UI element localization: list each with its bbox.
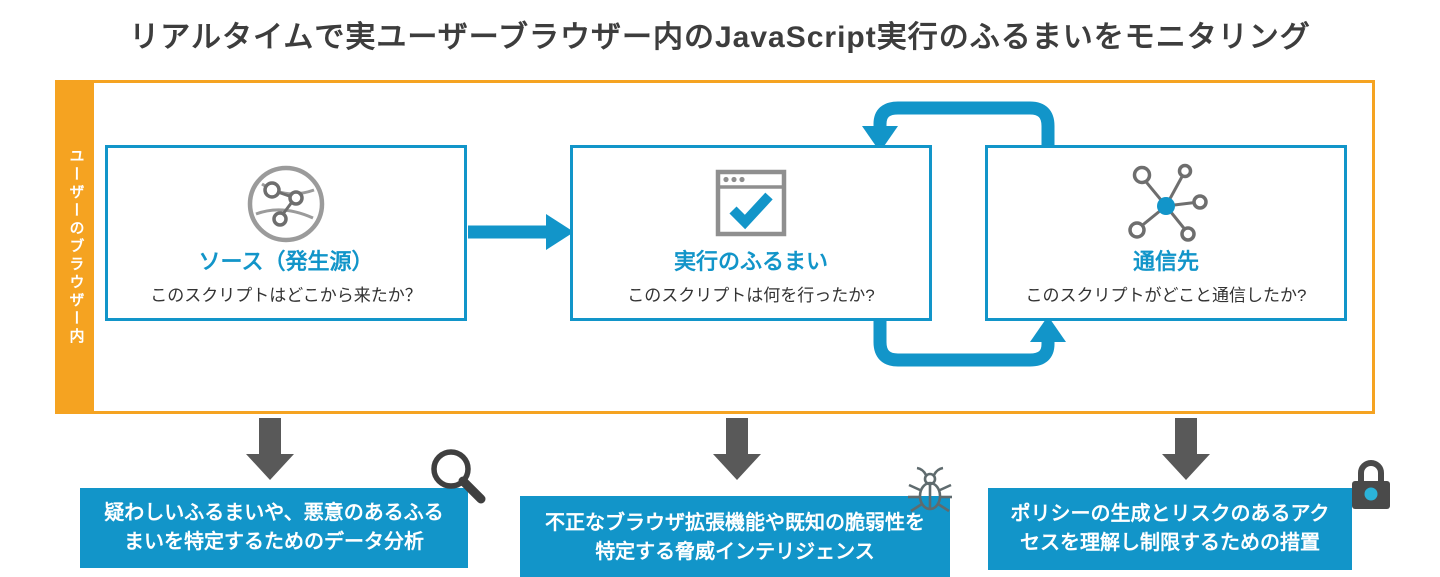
network-hub-icon <box>1122 158 1210 250</box>
outcome-threat-intelligence-text: 不正なブラウザ拡張機能や既知の脆弱性を特定する脅威インテリジェンス <box>545 512 925 563</box>
lock-icon <box>1348 456 1394 519</box>
outcome-data-analysis: 疑わしいふるまいや、悪意のあるふるまいを特定するためのデータ分析 <box>80 488 468 568</box>
node-source-heading: ソース（発生源） <box>198 249 374 274</box>
browser-frame-tab: ユーザーのブラウザー内 <box>58 83 94 411</box>
node-source-subtext: このスクリプトはどこから来たか？ <box>150 286 422 306</box>
node-destination-subtext: このスクリプトがどこと通信したか? <box>1025 286 1307 306</box>
browser-frame-label: ユーザーのブラウザー内 <box>67 148 85 346</box>
outcome-data-analysis-text: 疑わしいふるまいや、悪意のあるふるまいを特定するためのデータ分析 <box>104 502 444 553</box>
outcome-policy-measures: ポリシーの生成とリスクのあるアクセスを理解し制限するための措置 <box>988 488 1352 570</box>
outcome-policy-measures-text: ポリシーの生成とリスクのあるアクセスを理解し制限するための措置 <box>1010 503 1330 554</box>
node-source: ソース（発生源） このスクリプトはどこから来たか？ <box>105 145 467 321</box>
down-arrow-left <box>246 418 294 480</box>
node-behavior-heading: 実行のふるまい <box>673 249 828 274</box>
bug-icon <box>903 464 957 523</box>
magnifier-icon <box>426 444 490 513</box>
node-behavior-subtext: このスクリプトは何を行ったか? <box>627 286 875 306</box>
outcome-threat-intelligence: 不正なブラウザ拡張機能や既知の脆弱性を特定する脅威インテリジェンス <box>520 496 950 577</box>
node-behavior: 実行のふるまい このスクリプトは何を行ったか? <box>570 145 932 321</box>
node-destination-heading: 通信先 <box>1132 249 1199 274</box>
browser-check-icon <box>711 158 791 250</box>
globe-network-icon <box>242 158 330 250</box>
node-destination: 通信先 このスクリプトがどこと通信したか? <box>985 145 1347 321</box>
page-title: リアルタイムで実ユーザーブラウザー内のJavaScript実行のふるまいをモニタ… <box>129 21 1311 54</box>
down-arrow-right <box>1162 418 1210 480</box>
down-arrow-middle <box>713 418 761 480</box>
